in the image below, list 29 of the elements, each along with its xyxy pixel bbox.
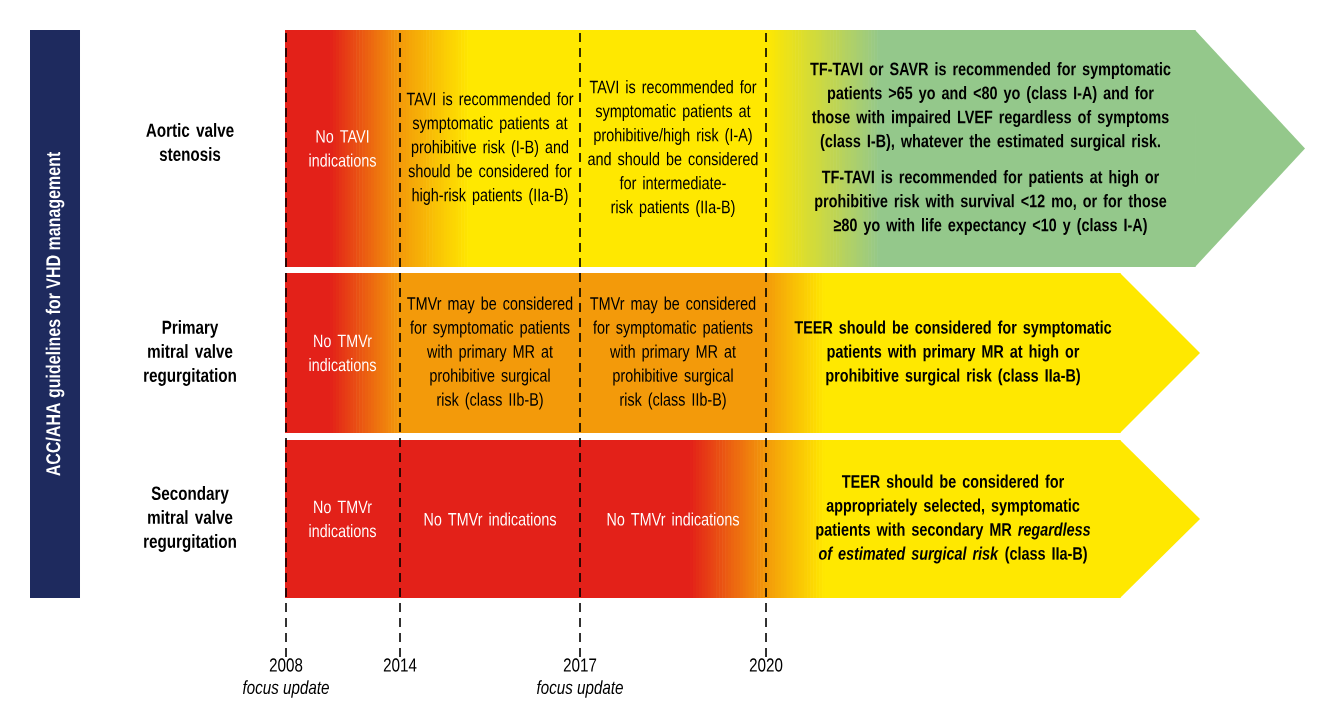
focus-note: focus update: [537, 680, 623, 698]
node-label: TAVI is recommended for symptomatic patients at prohibitive risk (I-B) and should be considered for high-risk patients (IIa-B): [406, 92, 574, 205]
node-label: TMVr may be considered for symptomatic patients with primary MR at prohibitive surgical risk (class IIb-B): [407, 296, 573, 410]
year-label: 2017: [563, 658, 597, 672]
node-label: TMVr may be considered for symptomatic patients with primary MR at prohibitive surgical risk (class IIb-B): [590, 296, 756, 410]
timeline-cell: TEER should be considered for appropriately selected, symptomatic patients with secondary MR regardless of estimated surgical risk (class IIa-B): [766, 440, 1200, 598]
node-label: No TMVr indications: [309, 500, 376, 538]
timeline-cell: TF-TAVI or SAVR is recommended for symptomatic patients >65 yo and <80 yo (class I-A) and for those with impaired LVEF regardless of symptoms (class I-B), whatever the estimated surgical risk. TF-TAVI is recommended for patients at high or prohibitive risk with survival <12 mo, or for those ≥80 yo with life expectancy <10 y (class I-A): [766, 30, 1305, 267]
node-label: TAVI is recommended for symptomatic patients at prohibitive/high risk (I-A) and should be considered for intermediate-risk patients (IIa-B): [588, 80, 758, 217]
node-label: No TMVr indications: [424, 512, 557, 526]
timeline-cell: TAVI is recommended for symptomatic patients at prohibitive/high risk (I-A) and should be considered for intermediate-risk patients (IIa-B): [580, 30, 767, 267]
timeline-cell: TMVr may be considered for symptomatic patients with primary MR at prohibitive surgical risk (class IIb-B): [580, 273, 767, 433]
timeline-cell: No TMVr indications: [285, 273, 401, 433]
timeline-cell: No TMVr indications: [580, 440, 767, 598]
timeline-cell: No TMVr indications: [285, 440, 401, 598]
row-label: Primary mitral valve regurgitation: [144, 320, 236, 386]
row-label: Aortic valve stenosis: [146, 123, 234, 161]
timeline-cell: TMVr may be considered for symptomatic patients with primary MR at prohibitive surgical risk (class IIb-B): [400, 273, 581, 433]
row-label: Secondary mitral valve regurgitation: [144, 486, 236, 552]
year-label: 2014: [383, 658, 417, 672]
timeline-cell: No TAVI indications: [285, 30, 401, 267]
year-label: 2008: [269, 658, 303, 672]
title-band: ACC/AHA guidelines for VHD management: [30, 30, 80, 598]
timeline-cell: TAVI is recommended for symptomatic patients at prohibitive risk (I-B) and should be considered for high-risk patients (IIa-B): [400, 30, 581, 267]
focus-note: focus update: [243, 680, 329, 698]
timeline-cell: No TMVr indications: [400, 440, 581, 598]
timeline-cell: TEER should be considered for symptomatic patients with primary MR at high or prohibitive surgical risk (class IIa-B): [766, 273, 1200, 433]
node-label: No TMVr indications: [607, 512, 740, 526]
year-label: 2020: [749, 658, 783, 672]
